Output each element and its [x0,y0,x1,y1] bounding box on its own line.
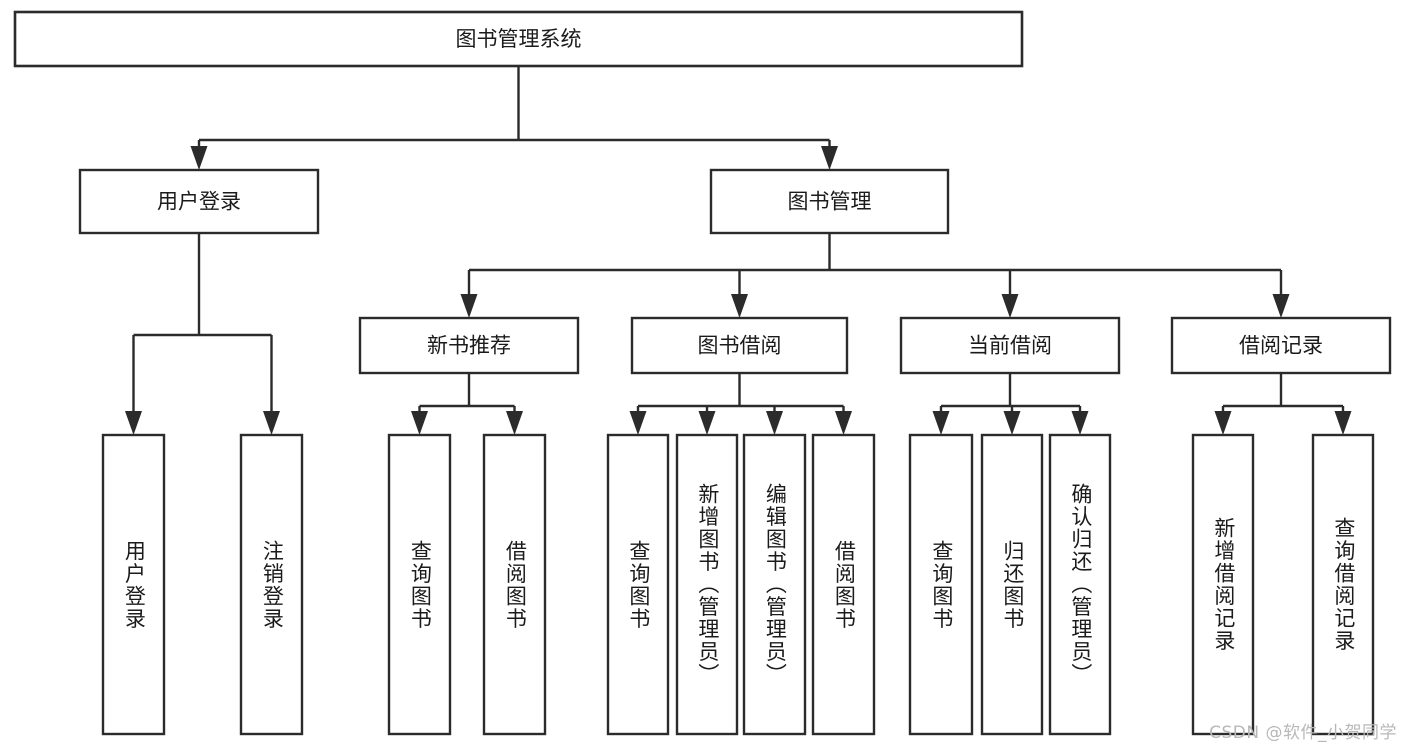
node-label-book-manage: 图书管理 [788,190,872,214]
node-box-current-borrow[interactable] [899,316,1121,375]
node-box-leaf-borrow-book-rec[interactable] [482,433,547,736]
node-box-leaf-logout[interactable] [239,433,304,736]
node-label-user-login: 用户登录 [157,190,241,214]
node-box-leaf-add-record[interactable] [1191,433,1255,736]
node-label-book-borrow: 图书借阅 [698,334,782,358]
node-label-root: 图书管理系统 [456,27,582,51]
arrow-head-leaf-user-login [125,411,142,435]
node-box-leaf-return-book[interactable] [980,433,1044,736]
arrow-head-leaf-borrow-book-bb [835,411,852,435]
arrow-head-leaf-add-book [698,411,716,435]
edge-layer [125,66,1352,435]
node-box-leaf-query-book-rec[interactable] [387,433,452,736]
arrow-head-leaf-borrow-book-rec [506,411,523,435]
arrow-head-leaf-query-record [1334,411,1352,435]
node-label-borrow-record: 借阅记录 [1239,334,1323,358]
node-box-leaf-query-book-bb[interactable] [606,433,670,736]
arrow-head-leaf-add-record [1214,411,1232,435]
node-box-leaf-borrow-book-bb[interactable] [811,433,876,736]
node-box-new-book-rec[interactable] [358,316,580,375]
node-box-leaf-query-book-cb[interactable] [908,433,974,736]
node-box-leaf-add-book[interactable] [675,433,739,736]
arrow-head-leaf-edit-book [766,411,783,435]
node-box-layer [13,10,1392,736]
arrow-head-leaf-query-book-rec [411,411,428,435]
node-box-book-borrow[interactable] [630,316,849,375]
node-label-current-borrow: 当前借阅 [968,334,1052,358]
node-box-user-login[interactable] [78,168,320,235]
arrow-head-user-login [190,146,208,170]
node-label-new-book-rec: 新书推荐 [427,334,511,358]
arrow-head-book-borrow [731,294,748,318]
arrow-head-leaf-logout [263,411,280,435]
node-box-leaf-query-record[interactable] [1311,433,1375,736]
node-box-leaf-user-login[interactable] [101,433,166,736]
arrow-head-current-borrow [1001,294,1019,318]
arrow-head-borrow-record [1272,294,1290,318]
arrow-head-book-manage [821,146,838,170]
arrow-head-leaf-query-book-bb [629,411,647,435]
arrow-head-leaf-confirm-return [1071,411,1089,435]
arrow-head-new-book-rec [460,294,478,318]
node-box-book-manage[interactable] [709,168,950,235]
node-box-root[interactable] [13,10,1024,68]
node-box-leaf-edit-book[interactable] [742,433,807,736]
node-box-leaf-confirm-return[interactable] [1048,433,1112,736]
arrow-head-leaf-query-book-cb [932,411,950,435]
csdn-watermark: CSDN @软件_小贺同学 [1209,723,1397,743]
node-box-borrow-record[interactable] [1170,316,1392,375]
arrow-head-leaf-return-book [1003,411,1021,435]
